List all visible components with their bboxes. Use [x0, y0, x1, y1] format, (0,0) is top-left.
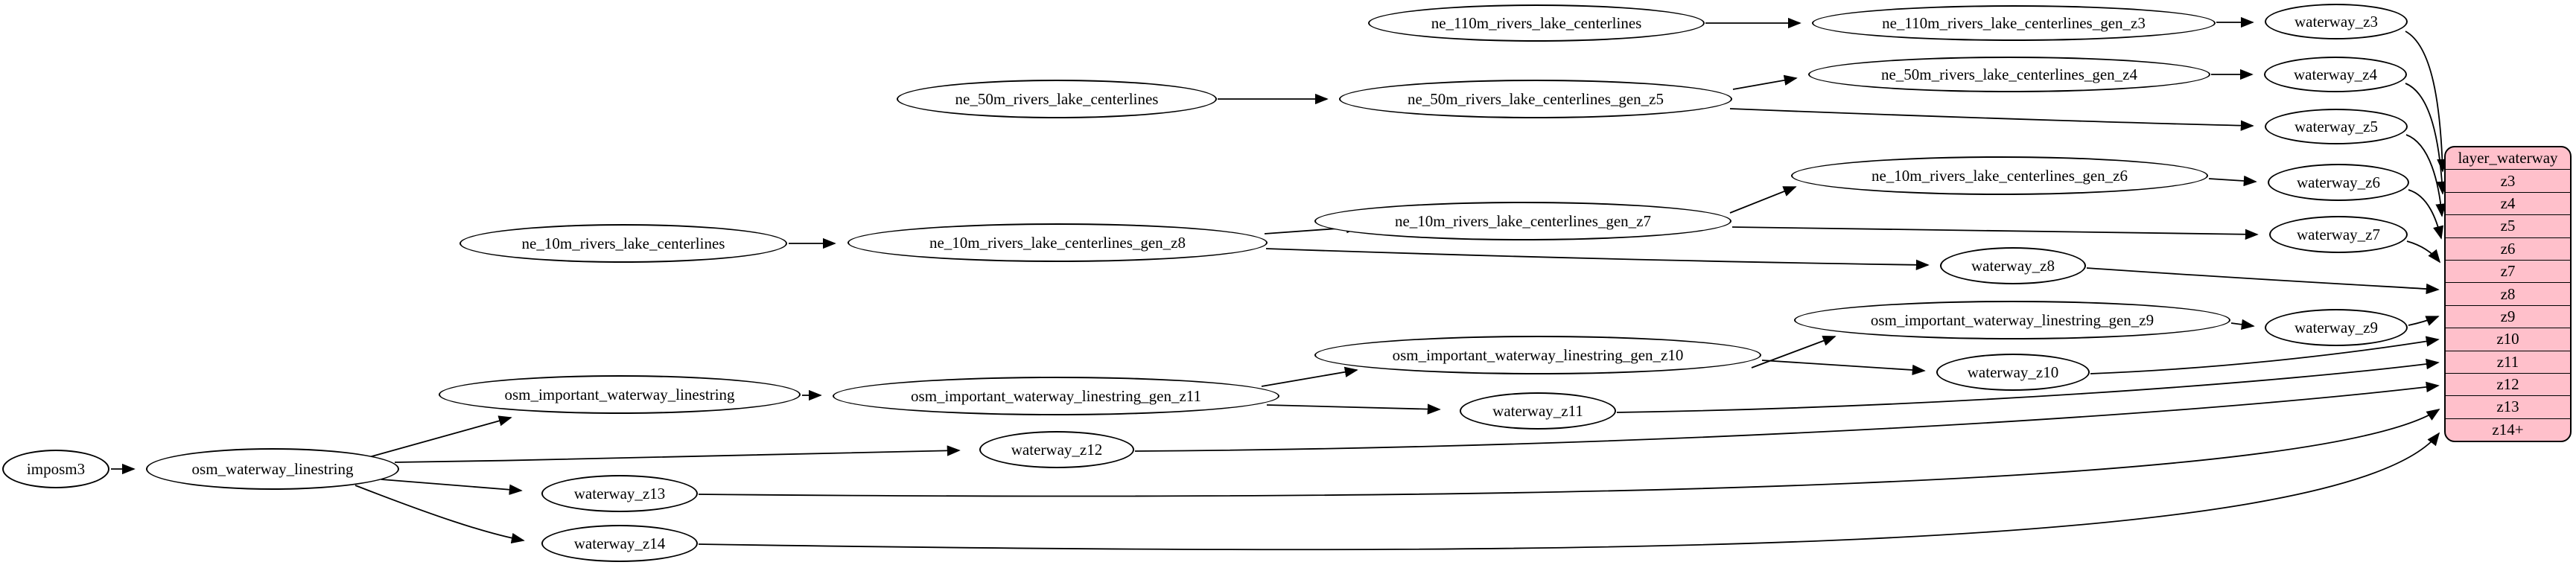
node-osm-waterway-linestring: osm_waterway_linestring — [146, 448, 399, 490]
node-waterway-z8: waterway_z8 — [1940, 247, 2086, 284]
edge-osm_waterway-osm_important — [366, 415, 512, 459]
record-row-z12: z12 — [2446, 372, 2570, 395]
record-row-z8: z8 — [2446, 282, 2570, 304]
node-waterway-z12: waterway_z12 — [979, 431, 1134, 468]
edge-waterway_z5-row_z5 — [2405, 134, 2446, 217]
node-ne-10m-rivers-lake-centerlines-gen-z7: ne_10m_rivers_lake_centerlines_gen_z7 — [1314, 202, 1731, 240]
edge-waterway_z7-row_z7 — [2406, 240, 2441, 264]
edge-gen_z6-waterway_z6 — [2208, 175, 2257, 187]
record-row-z14plus: z14+ — [2446, 418, 2570, 441]
edge-gen_z5-gen_z4 — [1732, 74, 1798, 90]
node-waterway-z7: waterway_z7 — [2269, 216, 2408, 253]
edge-waterway_z12-row_z12 — [1134, 381, 2440, 452]
record-layer-waterway: layer_waterway z3 z4 z5 z6 z7 z8 z9 z10 … — [2444, 146, 2572, 442]
node-osm-important-waterway-linestring-gen-z11: osm_important_waterway_linestring_gen_z1… — [833, 377, 1279, 415]
node-osm-important-waterway-linestring: osm_important_waterway_linestring — [439, 375, 801, 414]
record-row-z13: z13 — [2446, 395, 2570, 418]
node-waterway-z13: waterway_z13 — [541, 475, 698, 512]
node-ne-50m-rivers-lake-centerlines-gen-z5: ne_50m_rivers_lake_centerlines_gen_z5 — [1339, 80, 1732, 118]
node-ne-50m-rivers-lake-centerlines-gen-z4: ne_50m_rivers_lake_centerlines_gen_z4 — [1808, 57, 2210, 92]
edge-waterway_z4-row_z4 — [2405, 83, 2448, 195]
edge-gen_z5-waterway_z5 — [1729, 108, 2254, 131]
node-osm-important-waterway-linestring-gen-z9: osm_important_waterway_linestring_gen_z9 — [1794, 301, 2230, 339]
node-waterway-z5: waterway_z5 — [2265, 109, 2408, 144]
edge-gen_z10-waterway_z10 — [1761, 360, 1926, 376]
record-row-z11: z11 — [2446, 350, 2570, 373]
node-waterway-z14: waterway_z14 — [541, 525, 698, 562]
edge-osm_waterway-waterway_z13 — [381, 479, 523, 495]
node-ne-110m-rivers-lake-centerlines: ne_110m_rivers_lake_centerlines — [1368, 4, 1705, 42]
edge-waterway_z3-row_z3 — [2405, 31, 2448, 173]
node-waterway-z3: waterway_z3 — [2265, 4, 2408, 39]
edge-waterway_z8-row_z8 — [2086, 267, 2440, 295]
edge-osm_waterway-waterway_z12 — [394, 445, 961, 463]
node-osm-important-waterway-linestring-gen-z10: osm_important_waterway_linestring_gen_z1… — [1314, 336, 1761, 374]
node-ne-110m-rivers-lake-centerlines-gen-z3: ne_110m_rivers_lake_centerlines_gen_z3 — [1812, 5, 2216, 41]
edge-waterway_z6-row_z6 — [2408, 189, 2444, 240]
edge-gen_z7-waterway_z7 — [1731, 226, 2259, 240]
edge-gen_z10-gen_z9 — [1751, 335, 1836, 368]
node-ne-10m-rivers-lake-centerlines: ne_10m_rivers_lake_centerlines — [459, 224, 787, 263]
edge-osm_waterway-waterway_z14 — [354, 485, 525, 544]
node-ne-10m-rivers-lake-centerlines-gen-z6: ne_10m_rivers_lake_centerlines_gen_z6 — [1791, 156, 2208, 195]
record-row-z9: z9 — [2446, 304, 2570, 328]
node-ne-10m-rivers-lake-centerlines-gen-z8: ne_10m_rivers_lake_centerlines_gen_z8 — [847, 223, 1268, 262]
node-waterway-z6: waterway_z6 — [2268, 164, 2409, 201]
edge-waterway_z11-row_z11 — [1616, 358, 2440, 413]
edge-waterway_z9-row_z9 — [2408, 316, 2440, 326]
edge-gen_z9-waterway_z9 — [2230, 319, 2255, 330]
record-row-z5: z5 — [2446, 214, 2570, 237]
record-title: layer_waterway — [2458, 149, 2558, 167]
record-row-z3: z3 — [2446, 169, 2570, 191]
edge-gen_z7-gen_z6 — [1729, 186, 1797, 214]
node-waterway-z11: waterway_z11 — [1460, 392, 1616, 430]
node-ne-50m-rivers-lake-centerlines: ne_50m_rivers_lake_centerlines — [897, 80, 1217, 118]
edge-gen_z11-waterway_z11 — [1266, 403, 1441, 415]
record-row-z6: z6 — [2446, 237, 2570, 260]
node-imposm3: imposm3 — [2, 450, 109, 488]
node-waterway-z4: waterway_z4 — [2264, 57, 2407, 92]
edge-waterway_z10-row_z10 — [2090, 336, 2440, 374]
record-row-z4: z4 — [2446, 191, 2570, 214]
edge-waterway_z13-row_z13 — [698, 409, 2440, 497]
node-waterway-z10: waterway_z10 — [1936, 354, 2090, 391]
record-row-z7: z7 — [2446, 259, 2570, 282]
record-row-z10: z10 — [2446, 328, 2570, 350]
edge-gen_z11-gen_z10 — [1261, 366, 1358, 387]
edge-gen_z8-waterway_z8 — [1265, 248, 1930, 270]
edge-waterway_z14-row_z14 — [698, 432, 2440, 551]
node-waterway-z9: waterway_z9 — [2265, 309, 2408, 346]
